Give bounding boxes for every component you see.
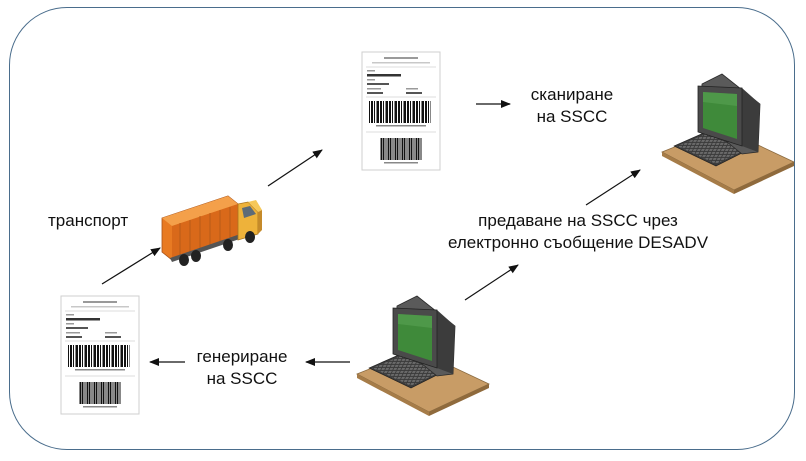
computer-icon-receiver (661, 73, 795, 195)
transmit-label: предаване на SSCC чрез електронно съобще… (418, 210, 738, 254)
generate-line2: на SSCC (206, 369, 278, 388)
transmit-line2: електронно съобщение DESADV (447, 233, 709, 252)
truck-icon (161, 195, 263, 267)
scan-line2: на SSCC (536, 107, 608, 126)
sscc-label-icon-bottom (60, 295, 140, 415)
scan-label: сканиране на SSCC (514, 84, 630, 128)
transport-label: транспорт (48, 210, 128, 232)
sscc-label-icon-top (361, 51, 441, 171)
computer-icon-sender (356, 295, 490, 417)
generate-line1: генериране (196, 347, 288, 366)
generate-label: генериране на SSCC (180, 346, 304, 390)
scan-line1: сканиране (530, 85, 614, 104)
arrow-message-to-computer (585, 169, 641, 206)
arrow-computer-to-message (464, 264, 519, 301)
arrow-truck-to-label (267, 149, 323, 187)
arrow-label-to-truck (101, 247, 161, 285)
transport-text: транспорт (48, 211, 129, 230)
transmit-line1: предаване на SSCC чрез (478, 211, 678, 230)
